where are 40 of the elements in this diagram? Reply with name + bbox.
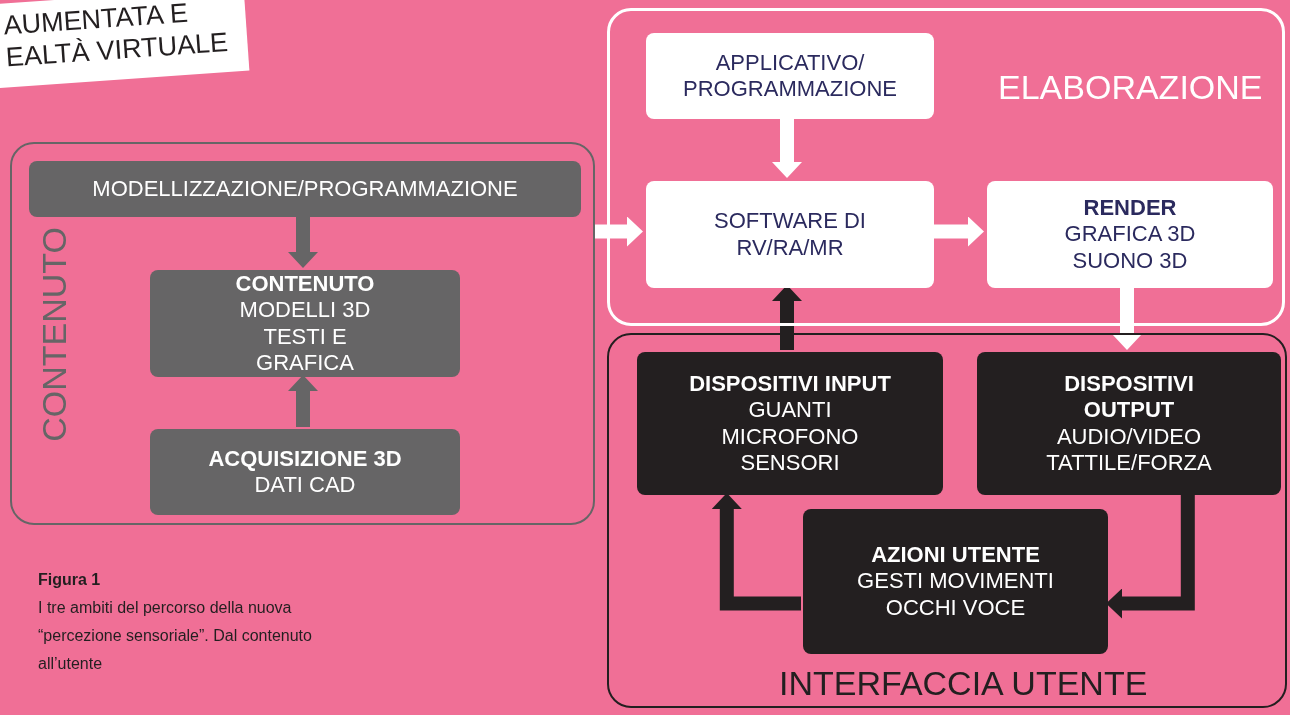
box-text: GUANTI MICROFONO SENSORI (720, 397, 860, 477)
process-box (150, 429, 460, 515)
group-title: CONTENUTO (33, 226, 74, 444)
process-box (637, 352, 943, 495)
block-arrow (288, 215, 318, 268)
block-arrow (595, 216, 643, 247)
group-frame (607, 8, 1285, 326)
box-text: DATI CAD (253, 472, 357, 499)
process-box (29, 161, 581, 217)
process-box (803, 509, 1108, 654)
box-heading: CONTENUTO (234, 270, 376, 298)
box-text: MODELLIZZAZIONE/PROGRAMMAZIONE (91, 175, 519, 203)
box-heading: RENDER (1082, 194, 1178, 222)
process-box (977, 352, 1281, 495)
figure-caption: Figura 1 I tre ambiti del percorso della nuova “percezione sensoriale”. Dal contenuto all’utente (38, 570, 313, 674)
box-text: MODELLI 3D TESTI E GRAFICA (238, 297, 372, 377)
box-text: SOFTWARE DI RV/RA/MR (713, 208, 867, 261)
block-arrow (772, 285, 802, 350)
box-text: AUDIO/VIDEO TATTILE/FORZA (1045, 423, 1213, 477)
group-frame (607, 333, 1287, 708)
box-heading: DISPOSITIVI OUTPUT (1063, 370, 1195, 424)
box-text: GESTI MOVIMENTI OCCHI VOCE (856, 568, 1055, 622)
block-arrow (711, 493, 801, 611)
box-heading: ACQUISIZIONE 3D (207, 445, 403, 472)
block-arrow (1112, 285, 1142, 350)
block-arrow (1106, 493, 1195, 619)
title-banner (0, 0, 250, 88)
box-heading: DISPOSITIVI INPUT (688, 370, 892, 398)
box-text: APPLICATIVO/ PROGRAMMAZIONE (682, 49, 898, 103)
block-arrow (288, 375, 318, 427)
process-box (646, 33, 934, 119)
box-text: GRAFICA 3D SUONO 3D (1063, 221, 1197, 275)
process-box (646, 181, 934, 288)
box-heading: AZIONI UTENTE (870, 541, 1041, 569)
group-title: ELABORAZIONE (998, 67, 1263, 108)
process-box (150, 270, 460, 377)
block-arrow (772, 116, 802, 178)
group-frame (10, 142, 595, 525)
process-box (987, 181, 1273, 288)
group-title: INTERFACCIA UTENTE (779, 663, 1148, 704)
